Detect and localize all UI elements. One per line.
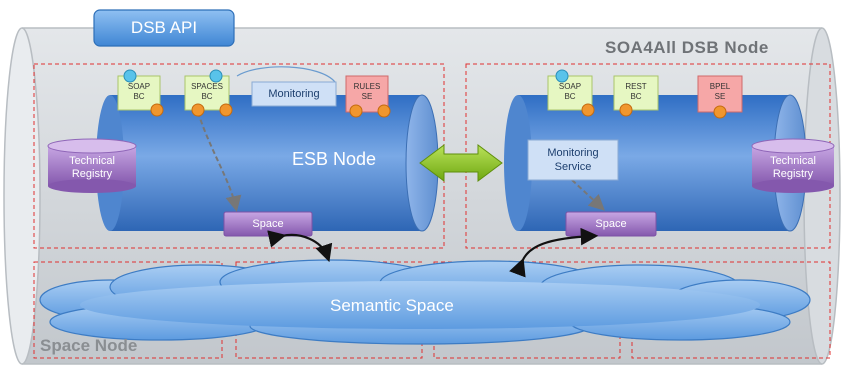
monitoring-label: Monitoring xyxy=(268,88,320,100)
soap-bc-left: SOAP BC xyxy=(118,78,160,106)
soap-bc-right-line2: BC xyxy=(564,92,576,101)
dsb-node-title: SOA4All DSB Node xyxy=(605,38,769,57)
left-space-link-arrow xyxy=(267,230,333,263)
spaces-bc-to-space-arrow xyxy=(197,111,242,212)
space-node-label: Space Node xyxy=(40,336,138,355)
dsb-api-label: DSB API xyxy=(130,18,198,37)
bpel-se: BPEL SE xyxy=(698,78,742,106)
dsb-api-button[interactable]: DSB API xyxy=(94,10,234,46)
space-box-right: Space xyxy=(566,212,656,236)
rest-bc-shape xyxy=(613,75,659,111)
registry-left-line2: Registry xyxy=(71,168,113,180)
monitoring-service: Monitoring Service xyxy=(528,140,618,180)
soap-bc-left-line2: BC xyxy=(133,92,145,101)
spaces-bc: SPACES BC xyxy=(185,78,229,106)
soap-bc-left-line1: SOAP xyxy=(127,82,151,91)
semantic-space-label: Semantic Space xyxy=(330,296,454,315)
rules-se: RULES SE xyxy=(346,78,388,106)
technical-registry-left-shape xyxy=(47,138,137,193)
monitoring-link xyxy=(236,66,336,83)
monitoring-service-line1: Monitoring xyxy=(547,147,599,159)
soap-bc-right-shape xyxy=(547,75,593,111)
monitoring-box: Monitoring xyxy=(252,82,336,106)
space-left-label: Space xyxy=(252,218,284,230)
esb-bidirectional-arrow xyxy=(419,144,503,182)
rest-bc-line2: BC xyxy=(630,92,642,101)
spaces-bc-line1: SPACES xyxy=(191,82,223,91)
space-box-left: Space xyxy=(224,212,312,236)
monitoring-service-line2: Service xyxy=(554,161,592,173)
cloud-core xyxy=(80,281,760,329)
registry-right-line1: Technical xyxy=(770,155,816,167)
soap-bc-left-shape xyxy=(117,75,161,111)
esb-cylinder-left xyxy=(96,94,439,232)
right-space-link-arrow xyxy=(509,227,599,278)
rest-bc-line1: REST xyxy=(625,82,647,91)
dsb-api-button-shape xyxy=(93,9,235,47)
rest-bc: REST BC xyxy=(614,78,658,106)
rules-se-line1: RULES xyxy=(353,82,381,91)
soap-bc-right-line1: SOAP xyxy=(558,82,582,91)
registry-right-line2: Registry xyxy=(772,168,814,180)
esb-node-label: ESB Node xyxy=(292,149,377,169)
bpel-se-line1: BPEL xyxy=(709,82,731,91)
soap-bc-right: SOAP BC xyxy=(548,78,592,106)
technical-registry-left: Technical Registry xyxy=(48,150,136,186)
technical-registry-right-shape xyxy=(751,138,835,193)
connector-dots xyxy=(123,69,727,119)
spaces-bc-shape xyxy=(184,75,230,111)
monitoring-service-shape xyxy=(527,139,619,181)
registry-left-line1: Technical xyxy=(69,155,115,167)
technical-registry-right: Technical Registry xyxy=(752,150,834,186)
monitoring-service-to-space-arrow xyxy=(571,179,605,211)
monitoring-box-shape xyxy=(251,81,337,107)
bpel-se-line2: SE xyxy=(714,92,726,101)
spaces-bc-line2: BC xyxy=(201,92,213,101)
rules-se-line2: SE xyxy=(361,92,373,101)
space-right-label: Space xyxy=(595,218,627,230)
